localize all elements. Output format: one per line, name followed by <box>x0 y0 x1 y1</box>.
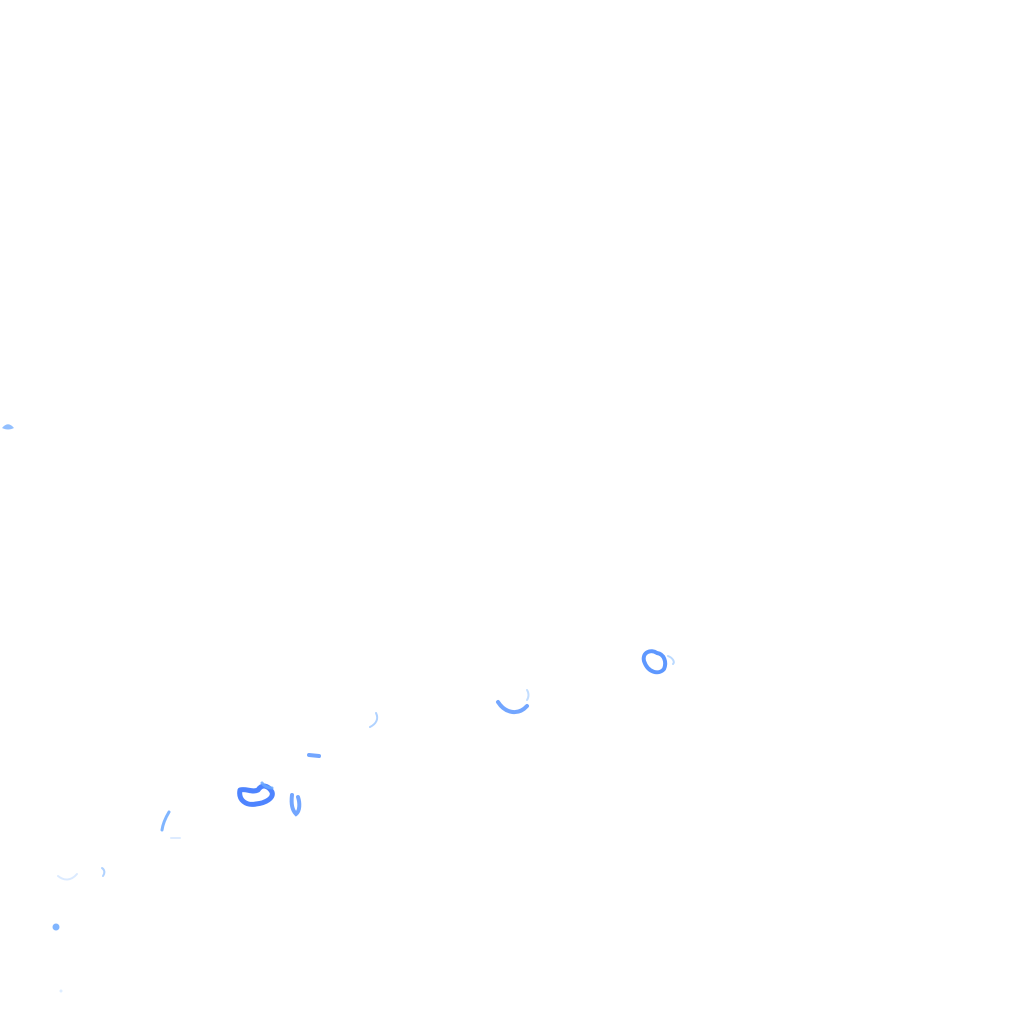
speck-cluster-upper-right <box>641 649 668 675</box>
speck-dense-cluster <box>237 783 275 807</box>
speck-vertical <box>289 793 302 817</box>
speck-cluster-upper-right-tail <box>667 655 675 665</box>
speck-left-edge <box>2 424 14 430</box>
speck-tiny <box>59 989 63 993</box>
speck-hook <box>369 712 379 728</box>
speck-dash <box>307 753 321 758</box>
speck-slant <box>160 810 171 832</box>
speck-dot <box>52 923 60 931</box>
speck-faint-group-mark <box>101 867 106 877</box>
speck-crescent-tip <box>526 689 530 701</box>
speck-faint-group <box>57 873 78 881</box>
speck-crescent <box>496 700 529 715</box>
speck-dense-cluster-accent <box>260 781 274 790</box>
